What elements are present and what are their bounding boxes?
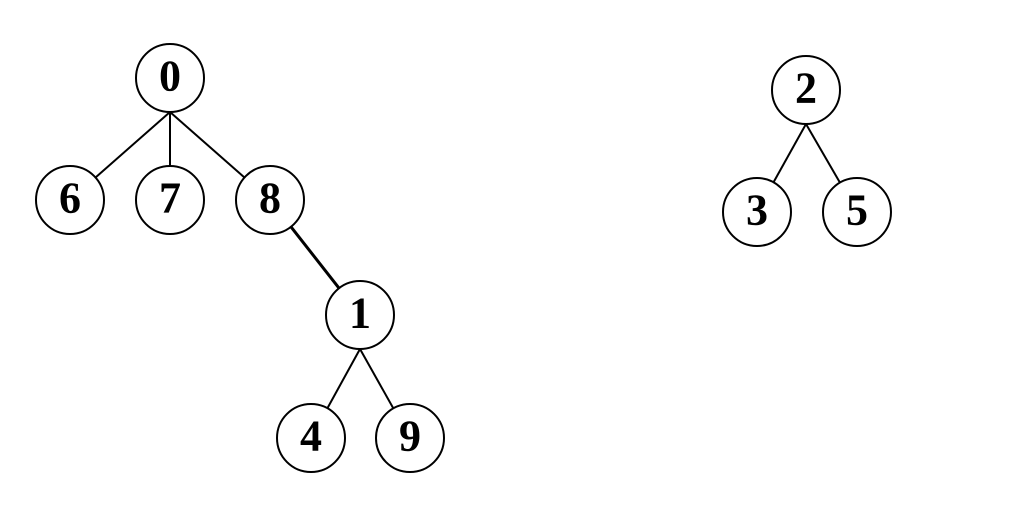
node-2: 2 (771, 55, 841, 125)
edge-0-8 (169, 111, 246, 179)
node-circle (822, 177, 892, 247)
edge-1-4 (326, 348, 361, 409)
node-circle (325, 280, 395, 350)
node-label: 4 (300, 412, 322, 461)
node-circle (135, 43, 205, 113)
edge-1-9 (359, 348, 395, 409)
node-label: 5 (846, 186, 868, 235)
edge-2-5 (805, 123, 841, 184)
node-9: 9 (375, 403, 445, 473)
node-label: 1 (349, 289, 371, 338)
node-circle (235, 165, 305, 235)
node-circle (276, 403, 346, 473)
node-label: 2 (795, 64, 817, 113)
node-4: 4 (276, 403, 346, 473)
node-label: 0 (159, 52, 181, 101)
node-3: 3 (722, 177, 792, 247)
node-5: 5 (822, 177, 892, 247)
node-circle (722, 177, 792, 247)
node-1: 1 (325, 280, 395, 350)
node-7: 7 (135, 165, 205, 235)
edge-0-6 (94, 111, 171, 179)
node-circle (135, 165, 205, 235)
nodes-layer: 0 6 7 8 1 4 9 2 3 5 (35, 43, 892, 473)
node-label: 6 (59, 174, 81, 223)
node-0: 0 (135, 43, 205, 113)
node-label: 3 (746, 186, 768, 235)
node-label: 9 (399, 412, 421, 461)
node-circle (375, 403, 445, 473)
edges-layer (94, 111, 841, 409)
node-label: 8 (259, 174, 281, 223)
node-circle (35, 165, 105, 235)
node-circle (771, 55, 841, 125)
node-6: 6 (35, 165, 105, 235)
node-label: 7 (159, 174, 181, 223)
edge-2-3 (772, 123, 807, 183)
edge-8-1 (289, 225, 341, 290)
node-8: 8 (235, 165, 305, 235)
